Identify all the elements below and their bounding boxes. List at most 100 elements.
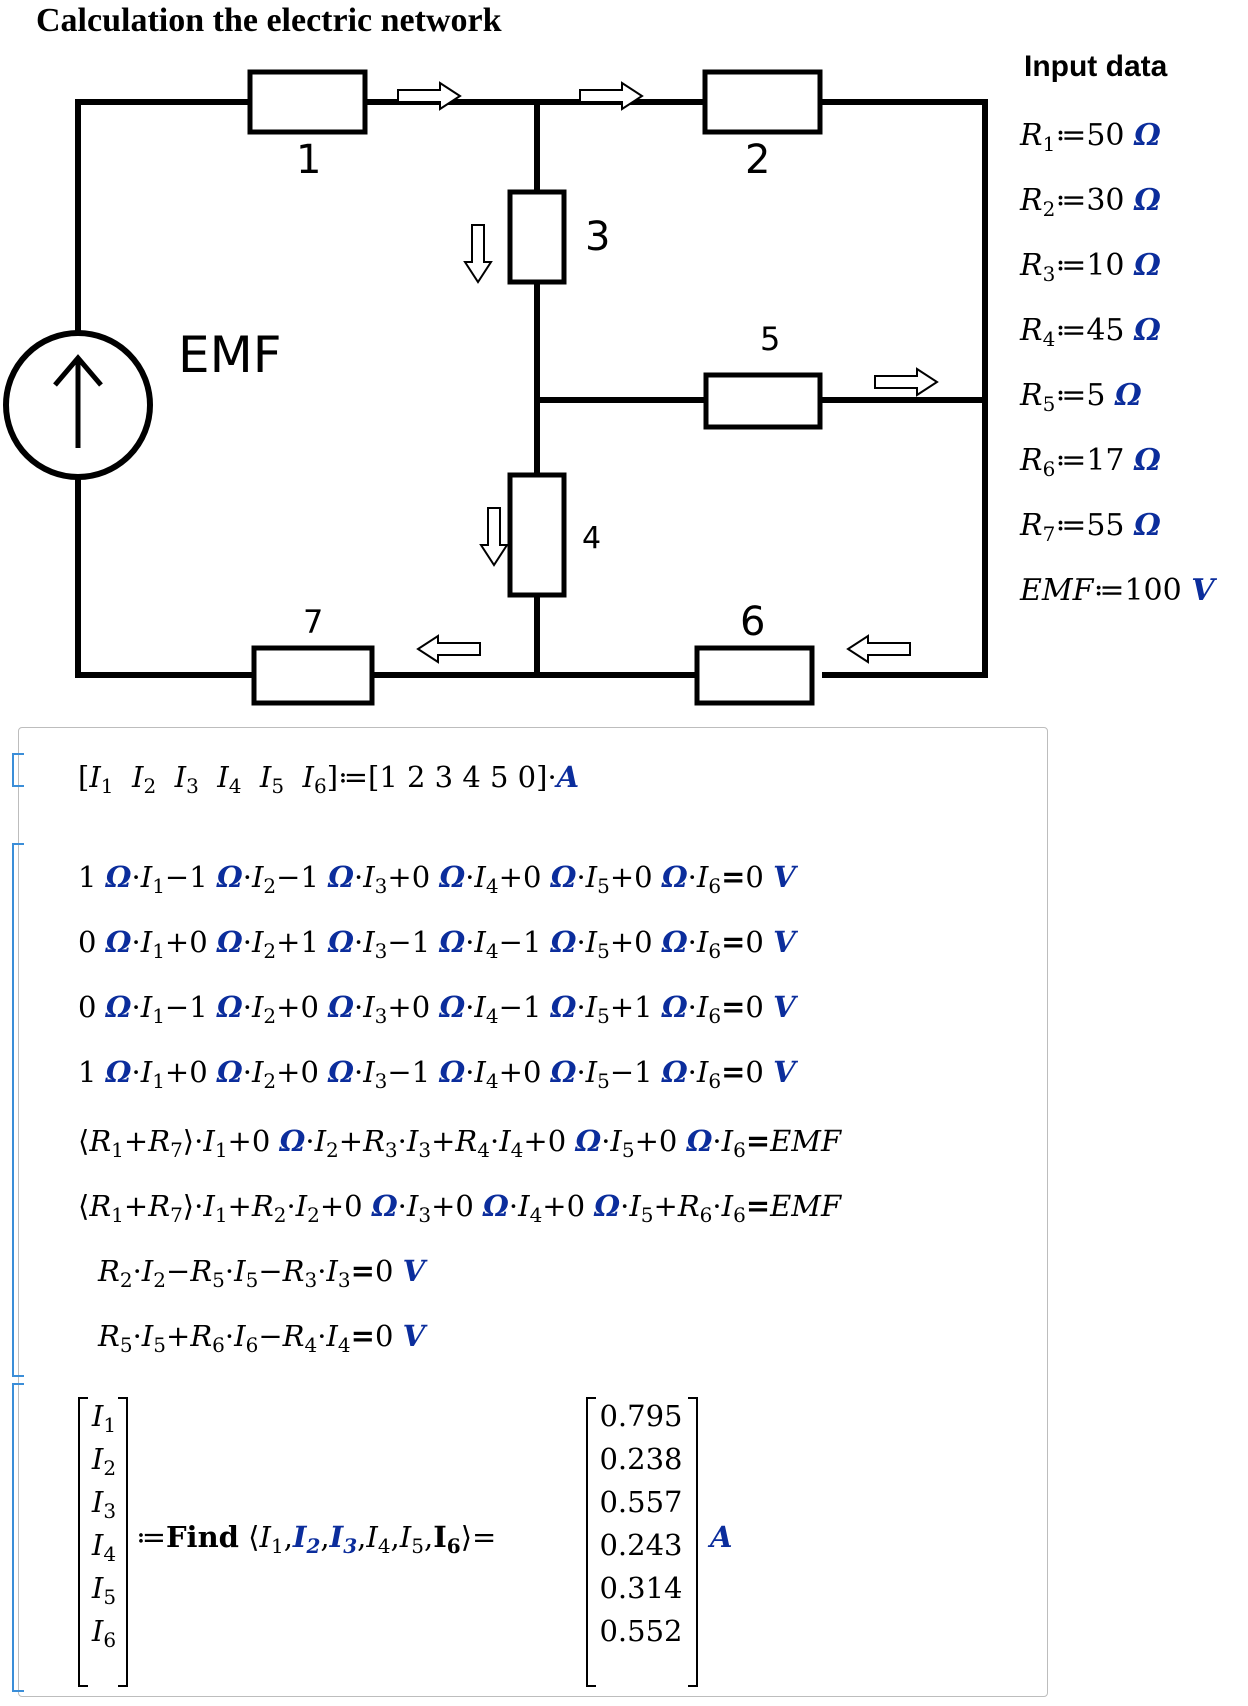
input-value: 30 [1086,183,1125,218]
arrow-left-icon [416,634,481,664]
coef: 1 [78,1055,97,1089]
result-vector-values: 0.795 0.238 0.557 0.243 0.314 0.552 [596,1395,686,1685]
result-value: 0.314 [599,1571,683,1605]
result-value: 0.795 [599,1399,683,1433]
input-sub: 7 [1042,522,1056,546]
coef: 1 [634,1055,653,1089]
result-unit: A [710,1520,733,1554]
input-var: R [1020,508,1043,543]
guess-unit: A [556,760,580,794]
coef: 0 [78,990,97,1024]
coef: 0 [411,860,431,894]
guess-assignment[interactable]: [I1 I2 I3 I4 I5 I6]≔[1 2 3 4 5 0]·A [78,760,580,798]
input-unit: Ω [1134,443,1161,478]
coef: 0 [300,1055,319,1089]
coef: 1 [189,860,208,894]
coef: 0 [189,925,208,959]
result-value: 0.238 [599,1442,683,1476]
resistor-3 [507,189,567,285]
input-sub: 5 [1042,392,1056,416]
find-call: ≔Find ⟨I1,I2,I3,I4,I5,I6⟩= [136,1520,497,1558]
coef: 1 [411,925,431,959]
input-row[interactable]: R1≔50 Ω [1020,118,1161,156]
coef: 0 [189,1055,208,1089]
coef: 0 [78,925,97,959]
input-sub: 2 [1042,197,1056,221]
arrow-down-icon [463,224,493,284]
coef: 1 [78,860,97,894]
region-bracket [12,843,24,1377]
math-region[interactable] [18,727,1048,1697]
input-row[interactable]: R7≔55 Ω [1020,508,1161,546]
input-value: 45 [1086,313,1125,348]
arrow-right-icon [397,81,462,111]
coef: 0 [634,860,653,894]
input-sub: 1 [1042,132,1056,156]
input-row[interactable]: R5≔5 Ω [1020,378,1142,416]
loop-equation-4[interactable]: R5·I5+R6·I6−R4·I4=0 V [98,1319,426,1357]
loop-equation-3[interactable]: R2·I2−R5·I5−R3·I3=0 V [98,1254,426,1292]
input-unit: Ω [1134,508,1161,543]
input-row[interactable]: R3≔10 Ω [1020,248,1161,286]
result-vector-vars: I1 I2 I3 I4 I5 I6 [91,1399,117,1652]
coef: 1 [634,990,653,1024]
input-sub: 6 [1042,457,1056,481]
input-data-title: Input data [1024,50,1168,83]
node-equation[interactable]: 1 Ω·I1+0 Ω·I2+0 Ω·I3−1 Ω·I4+0 Ω·I5−1 Ω·I… [78,1055,796,1093]
loop-equation-1[interactable]: ⟨R1+R7⟩·I1+0 Ω·I2+R3·I3+R4·I4+0 Ω·I5+0 Ω… [78,1124,842,1162]
label-resistor-3: 3 [585,214,610,260]
arrow-right-icon [874,367,939,397]
circuit-diagram: 1 2 3 4 5 6 7 EMF [3,69,988,706]
resistor-4 [507,472,567,598]
result-value: 0.243 [599,1528,683,1562]
resistor-7 [251,645,375,706]
resistor-5 [703,372,823,430]
input-row[interactable]: R2≔30 Ω [1020,183,1161,221]
input-unit: Ω [1114,378,1142,413]
loop-equation-2[interactable]: ⟨R1+R7⟩·I1+R2·I2+0 Ω·I3+0 Ω·I4+0 Ω·I5+R6… [78,1189,842,1227]
input-value: 50 [1086,118,1125,153]
region-bracket [12,1383,24,1692]
input-unit: Ω [1134,313,1161,348]
coef: 1 [411,1055,431,1089]
resistor-2 [702,69,823,135]
input-unit: Ω [1134,183,1161,218]
coef: 1 [522,925,542,959]
input-var: R [1020,443,1043,478]
result-value: 0.552 [599,1614,683,1648]
find-solution[interactable]: I1 I2 I3 I4 I5 I6 ≔Find ⟨I1,I2,I3,I4,I5,… [78,1395,978,1687]
label-resistor-5: 5 [760,320,780,358]
node-equation[interactable]: 1 Ω·I1−1 Ω·I2−1 Ω·I3+0 Ω·I4+0 Ω·I5+0 Ω·I… [78,860,796,898]
input-value: 100 [1124,573,1182,608]
arrow-down-icon [479,507,509,567]
arrow-left-icon [846,634,911,664]
input-var: R [1020,183,1043,218]
coef: 1 [300,925,319,959]
input-row[interactable]: EMF≔100 V [1020,573,1215,608]
node-equation[interactable]: 0 Ω·I1+0 Ω·I2+1 Ω·I3−1 Ω·I4−1 Ω·I5+0 Ω·I… [78,925,796,963]
node-equation[interactable]: 0 Ω·I1−1 Ω·I2+0 Ω·I3+0 Ω·I4−1 Ω·I5+1 Ω·I… [78,990,796,1028]
region-bracket [12,753,24,787]
coef: 0 [522,860,542,894]
input-value: 55 [1086,508,1125,543]
input-row[interactable]: R4≔45 Ω [1020,313,1161,351]
guess-values: 1 2 3 4 5 0 [379,760,537,794]
coef: 0 [300,990,319,1024]
input-unit: Ω [1134,248,1161,283]
input-value: 17 [1086,443,1125,478]
input-row[interactable]: R6≔17 Ω [1020,443,1161,481]
input-var: R [1020,118,1043,153]
input-var: R [1020,313,1043,348]
resistor-6 [694,645,815,706]
result-value: 0.557 [599,1485,683,1519]
label-resistor-2: 2 [745,137,770,183]
label-resistor-7: 7 [303,603,323,641]
input-var: R [1020,378,1043,413]
arrow-right-icon [579,81,644,111]
coef: 0 [522,1055,542,1089]
input-unit: Ω [1134,118,1161,153]
label-resistor-4: 4 [582,521,601,556]
coef: 1 [300,860,319,894]
input-unit: V [1191,573,1215,608]
coef: 0 [411,990,431,1024]
